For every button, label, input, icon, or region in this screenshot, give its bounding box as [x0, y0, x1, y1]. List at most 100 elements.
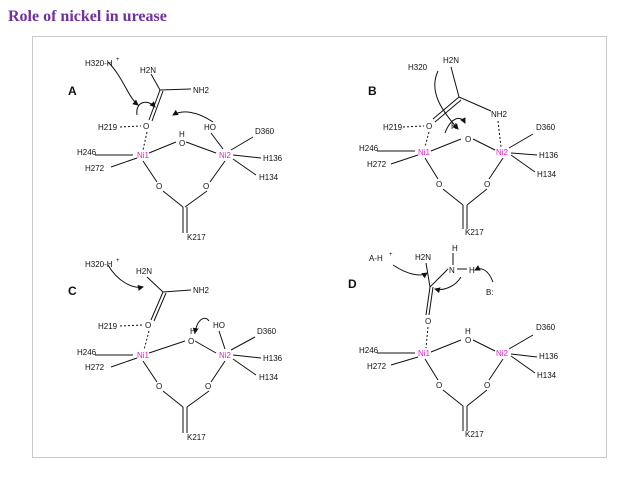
panel-a-urea-bonds — [150, 73, 192, 91]
panel-a-h272: H272 — [85, 164, 105, 173]
mechanism-figure: A H320-H + H2N NH2 H219 O H O HO D360 H2… — [32, 36, 607, 458]
panel-b-bridge-o: O — [465, 135, 471, 144]
panel-c-ligand-bonds — [95, 336, 262, 376]
panel-c-nh2: NH2 — [193, 286, 210, 295]
panel-b-ni2: Ni2 — [496, 148, 509, 157]
panel-d-base: B: — [486, 288, 494, 297]
panel-d: D A-H + H2N H N H B: O H O D360 H246 H27… — [348, 244, 559, 439]
panel-a-h320: H320-H — [85, 59, 113, 68]
mechanism-diagram: A H320-H + H2N NH2 H219 O H O HO D360 H2… — [68, 56, 559, 442]
panel-b-h136: H136 — [539, 151, 559, 160]
panel-c-ni1: Ni1 — [137, 351, 150, 360]
panel-c-d360: D360 — [257, 327, 277, 336]
panel-c-bridge-bonds — [148, 330, 226, 354]
panel-a-arrow-3 — [172, 109, 214, 123]
panel-c-carb-o2: O — [205, 382, 211, 391]
panel-c-arrow-2 — [192, 317, 210, 334]
panel-a-hbond-h219 — [119, 125, 142, 128]
panel-a-nh2: NH2 — [193, 86, 210, 95]
panel-b-carb-o2: O — [484, 180, 490, 189]
panel-a-ni2: Ni2 — [219, 151, 232, 160]
panel-a-d360: D360 — [255, 127, 275, 136]
panel-b-k217: K217 — [465, 228, 484, 237]
panel-a-carb-o1: O — [156, 182, 162, 191]
panel-d-letter: D — [348, 277, 357, 291]
panel-d-urea-o: O — [425, 317, 431, 326]
panel-b-h219: H219 — [383, 123, 403, 132]
panel-d-h134: H134 — [537, 371, 557, 380]
panel-b-d360: D360 — [536, 123, 556, 132]
panel-d-bridge-o: O — [465, 336, 471, 345]
panel-c-h134: H134 — [259, 373, 279, 382]
panel-b-arrow-2 — [444, 117, 466, 134]
panel-d-urea-bonds — [425, 253, 467, 289]
panel-a-urea-o: O — [143, 122, 149, 131]
panel-c-co-double-bond — [150, 291, 167, 322]
panel-a-ho: HO — [204, 123, 216, 132]
panel-d-arrow-2 — [434, 276, 462, 294]
panel-d-carb-o2: O — [484, 381, 490, 390]
panel-c-arrow-1 — [107, 264, 144, 291]
panel-b-ni1: Ni1 — [418, 148, 431, 157]
panel-a-arrow-2 — [136, 101, 156, 116]
panel-b-h246: H246 — [359, 144, 379, 153]
panel-a-h134: H134 — [259, 173, 279, 182]
panel-a-k217: K217 — [187, 233, 206, 242]
panel-c-urea-bonds — [146, 276, 192, 293]
page-title: Role of nickel in urease — [8, 8, 167, 25]
panel-c-bridge-o: O — [188, 337, 194, 346]
panel-a-carb-o2: O — [203, 182, 209, 191]
panel-d-h-right: H — [469, 266, 475, 275]
panel-b-dashes — [402, 120, 502, 148]
panel-d-bridge-h: H — [465, 327, 471, 336]
panel-c-ni2: Ni2 — [219, 351, 232, 360]
panel-d-d360: D360 — [536, 323, 556, 332]
panel-a-ni1: Ni1 — [137, 151, 150, 160]
panel-c-carb-o1: O — [156, 382, 162, 391]
panel-b-h320: H320 — [408, 63, 428, 72]
panel-b-bridge-bonds — [430, 138, 496, 152]
panel-d-co-double-bond — [425, 286, 434, 316]
panel-b-urea-bonds — [450, 66, 492, 112]
panel-a-bridge-h: H — [179, 130, 185, 139]
panel-c-urea-o: O — [145, 321, 151, 330]
panel-d-carb-o1: O — [436, 381, 442, 390]
panel-a-h246: H246 — [77, 148, 97, 157]
panel-d-o-ni1-dash — [425, 326, 429, 349]
panel-b-urea-o: O — [426, 122, 432, 131]
panel-b-carb-o1: O — [436, 180, 442, 189]
panel-c-h320: H320-H — [85, 260, 113, 269]
panel-a-carbamate — [142, 160, 226, 233]
panel-c-h320-charge: + — [116, 258, 120, 264]
panel-d-bridge-bonds — [430, 339, 496, 353]
panel-d-k217: K217 — [465, 430, 484, 439]
panel-b-co-double-bond — [432, 96, 462, 123]
panel-b-letter: B — [368, 84, 377, 98]
panel-a: A H320-H + H2N NH2 H219 O H O HO D360 H2… — [68, 57, 283, 242]
panel-a-arrow-1 — [107, 61, 139, 106]
panel-a-letter: A — [68, 84, 77, 98]
panel-c-h2n: H2N — [136, 267, 152, 276]
panel-a-co-double-bond — [148, 89, 164, 122]
panel-b-h272: H272 — [367, 160, 387, 169]
panel-d-n: N — [449, 266, 455, 275]
panel-a-his-bonds — [95, 154, 262, 159]
panel-d-h136: H136 — [539, 352, 559, 361]
panel-d-ni1: Ni1 — [418, 349, 431, 358]
panel-b: B H320 H2N NH2 H219 O H O D360 H246 H272… — [359, 56, 559, 237]
panel-d-h2n: H2N — [415, 253, 431, 262]
panel-b-h134: H134 — [537, 170, 557, 179]
panel-d-arrow-1 — [392, 264, 428, 279]
panel-a-h219: H219 — [98, 123, 118, 132]
panel-a-bridge-o: O — [179, 139, 185, 148]
panel-a-h2n: H2N — [140, 66, 156, 75]
panel-a-h320-charge: + — [116, 57, 120, 63]
panel-c-h136: H136 — [263, 354, 283, 363]
panel-b-carbamate — [424, 157, 504, 229]
panel-c-letter: C — [68, 284, 77, 298]
panel-b-ligand-bonds — [377, 133, 538, 173]
panel-c: C H320-H + H2N NH2 H219 O H O HO D360 H2… — [68, 258, 283, 442]
panel-a-ligand-bonds — [110, 136, 257, 176]
panel-c-h272: H272 — [85, 363, 105, 372]
panel-d-h246: H246 — [359, 346, 379, 355]
